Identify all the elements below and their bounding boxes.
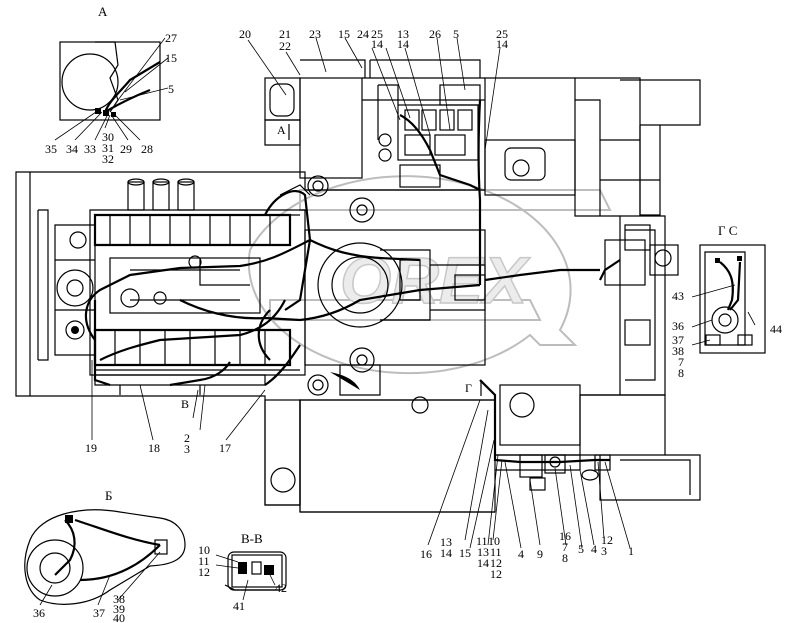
label-25b: 25 bbox=[496, 27, 508, 41]
leader-lines bbox=[39, 37, 756, 606]
label-9: 9 bbox=[537, 547, 543, 561]
wiring-harness bbox=[84, 99, 621, 464]
label-41: 41 bbox=[233, 599, 245, 613]
label-11: 11 bbox=[490, 545, 502, 559]
machine-outline bbox=[15, 59, 701, 513]
view-a-title: А bbox=[98, 4, 108, 19]
label-4b: 4 bbox=[591, 542, 597, 556]
label-5: 5 bbox=[453, 27, 459, 41]
label-13b: 13 bbox=[440, 535, 452, 549]
label-8: 8 bbox=[562, 551, 568, 565]
view-b-detail bbox=[24, 509, 186, 605]
label-15a: 15 bbox=[165, 51, 177, 65]
label-12bb: 12 bbox=[198, 565, 210, 579]
label-32: 32 bbox=[102, 152, 114, 166]
label-7: 7 bbox=[562, 540, 568, 554]
label-12c: 12 bbox=[601, 533, 613, 547]
label-11b: 11 bbox=[476, 534, 488, 548]
view-g-title: Г С bbox=[718, 223, 737, 238]
label-14c: 14 bbox=[496, 37, 508, 51]
label-13c: 13 bbox=[477, 545, 489, 559]
relay-cluster bbox=[377, 84, 481, 188]
label-14d: 14 bbox=[440, 546, 452, 560]
label-5b: 5 bbox=[578, 542, 584, 556]
label-8g: 8 bbox=[678, 366, 684, 380]
label-24: 24 bbox=[357, 27, 369, 41]
marker-a: А bbox=[277, 123, 286, 137]
label-12: 12 bbox=[490, 556, 502, 570]
label-43: 43 bbox=[672, 289, 684, 303]
label-37g: 37 bbox=[672, 333, 684, 347]
view-b-title: Б bbox=[105, 488, 112, 503]
view-a-detail bbox=[59, 41, 161, 121]
label-15: 15 bbox=[338, 27, 350, 41]
label-36b: 36 bbox=[33, 606, 45, 620]
label-10bb: 10 bbox=[198, 543, 210, 557]
view-bb-title: В-В bbox=[241, 531, 263, 546]
label-17: 17 bbox=[219, 441, 231, 455]
label-13: 13 bbox=[397, 27, 409, 41]
engine bbox=[54, 178, 312, 395]
label-16: 16 bbox=[420, 547, 432, 561]
label-37b: 37 bbox=[93, 606, 105, 620]
label-3b: 3 bbox=[601, 544, 607, 558]
label-44: 44 bbox=[770, 322, 782, 336]
label-15b: 15 bbox=[459, 546, 471, 560]
label-5a: 5 bbox=[168, 82, 174, 96]
label-33: 33 bbox=[84, 142, 96, 156]
label-26: 26 bbox=[429, 27, 441, 41]
label-10: 10 bbox=[488, 534, 500, 548]
right-side-components bbox=[604, 224, 679, 346]
label-31: 31 bbox=[102, 141, 114, 155]
label-34: 34 bbox=[66, 142, 78, 156]
label-28: 28 bbox=[141, 142, 153, 156]
label-38b: 38 bbox=[113, 592, 125, 606]
label-12b: 12 bbox=[490, 567, 502, 581]
label-3: 3 bbox=[184, 442, 190, 456]
label-25: 25 bbox=[371, 27, 383, 41]
label-35: 35 bbox=[45, 142, 57, 156]
label-39: 39 bbox=[113, 602, 125, 616]
label-4: 4 bbox=[518, 547, 524, 561]
label-29: 29 bbox=[120, 142, 132, 156]
label-18: 18 bbox=[148, 441, 160, 455]
label-22: 22 bbox=[279, 39, 291, 53]
label-23: 23 bbox=[309, 27, 321, 41]
label-19: 19 bbox=[85, 441, 97, 455]
label-14: 14 bbox=[371, 37, 383, 51]
label-21: 21 bbox=[279, 27, 291, 41]
marker-v: В bbox=[181, 397, 189, 411]
view-g-detail bbox=[699, 244, 766, 354]
label-7g: 7 bbox=[678, 355, 684, 369]
label-27: 27 bbox=[165, 31, 177, 45]
label-14b: 14 bbox=[397, 37, 409, 51]
label-20: 20 bbox=[239, 27, 251, 41]
label-2: 2 bbox=[184, 431, 190, 445]
marker-g: Г bbox=[465, 381, 472, 395]
label-38g: 38 bbox=[672, 344, 684, 358]
watermark: OREX bbox=[247, 175, 612, 375]
label-11bb: 11 bbox=[198, 554, 210, 568]
label-14e: 14 bbox=[477, 556, 489, 570]
label-40: 40 bbox=[113, 611, 125, 623]
label-30: 30 bbox=[102, 130, 114, 144]
label-36g: 36 bbox=[672, 319, 684, 333]
view-bb-detail bbox=[224, 551, 287, 591]
label-1: 1 bbox=[628, 544, 634, 558]
watermark-text: OREX bbox=[340, 243, 531, 317]
label-42: 42 bbox=[275, 581, 287, 595]
label-16b: 16 bbox=[559, 529, 571, 543]
